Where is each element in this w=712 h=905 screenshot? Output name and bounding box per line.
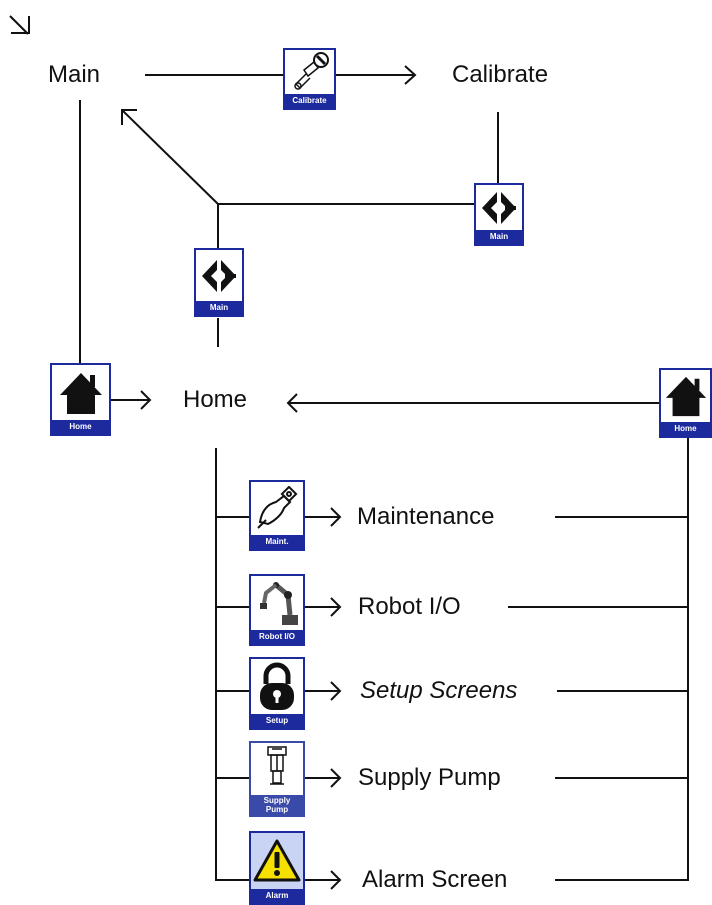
calibrate-arrowhead [404,65,417,85]
maint-button[interactable]: Maint. [249,480,305,551]
main-button-center[interactable]: Main [194,248,244,317]
home-label: Home [183,386,248,413]
maintenance-label: Maintenance [357,503,495,530]
main-button-right[interactable]: Main [474,183,524,246]
branch-alarm [215,863,249,881]
corner-arrow-icon [9,15,30,35]
house-icon [52,365,109,420]
alarm-screen-label: Alarm Screen [362,866,508,893]
calibrate-button-label: Calibrate [285,94,334,108]
home-left-arrowhead [140,390,152,410]
calibrate-button[interactable]: Calibrate [283,48,336,110]
home-button-left-label: Home [52,420,109,434]
robot-io-label: Robot I/O [358,593,461,620]
home-button-left[interactable]: Home [50,363,111,436]
main-button-center-label: Main [196,301,242,315]
return-diagonal-line [121,109,219,205]
supply-pump-button-label-line1: Supply [263,796,291,805]
graco-logo-icon [196,250,242,301]
robot-io-button[interactable]: Robot I/O [249,574,305,646]
alarm-button[interactable]: Alarm [249,831,305,905]
setup-button-label: Setup [251,714,303,728]
graco-logo-icon [476,185,522,230]
calibrate-label: Calibrate [452,61,549,88]
supply-pump-label: Supply Pump [358,764,501,791]
pump-icon [251,743,303,795]
home-right-arrowhead [286,393,298,413]
robot-arm-icon [251,576,303,630]
supply-pump-button[interactable]: Supply Pump [249,741,305,817]
return-diagonal-arrowhead [121,109,137,125]
supply-pump-button-label: Supply Pump [251,795,303,815]
main-label: Main [48,61,101,88]
supply-pump-button-label-line2: Pump [265,805,289,814]
item-arrows [305,507,342,890]
setup-button[interactable]: Setup [249,657,305,730]
setup-screens-label: Setup Screens [360,677,518,704]
spray-gun-icon [285,50,334,94]
robot-io-button-label: Robot I/O [251,630,303,644]
main-button-right-label: Main [476,230,522,244]
alarm-button-label: Alarm [251,889,303,903]
house-icon [661,370,710,422]
warning-triangle-icon [251,833,303,889]
home-button-right-label: Home [661,422,710,436]
padlock-icon [251,659,303,714]
hand-wrench-icon [251,482,303,535]
home-button-right[interactable]: Home [659,368,712,438]
maint-button-label: Maint. [251,535,303,549]
